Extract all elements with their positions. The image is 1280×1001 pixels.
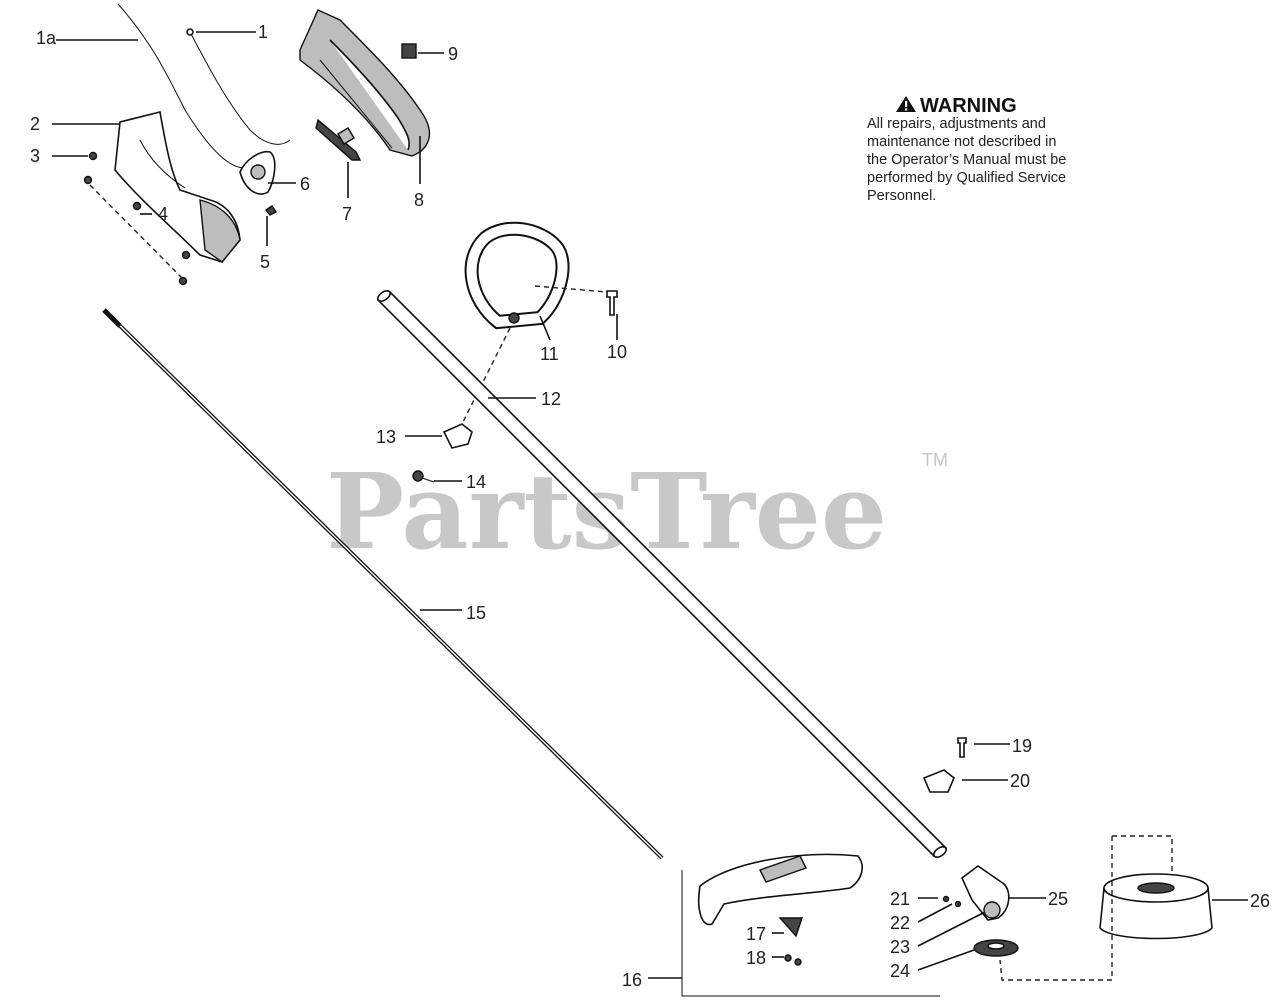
part-25-gearhead: [942, 865, 1010, 921]
part-24-washer: [973, 939, 1019, 957]
part-7-lockout: [315, 118, 362, 161]
part-10-bolt: [606, 290, 618, 316]
callout-2: 2: [30, 114, 40, 134]
part-15-drive-shaft: [102, 308, 664, 860]
callout-23: 23: [890, 937, 910, 957]
callout-17: 17: [746, 924, 766, 944]
part-20-clamp: [922, 769, 955, 793]
callout-19: 19: [1012, 736, 1032, 756]
part-9-switch: [401, 43, 417, 59]
part-3-screws: [83, 151, 191, 286]
part-2-housing: [114, 111, 241, 263]
callout-labels: 1a 1 2 3 4 5 6 7 8 9 10 11 12 13 14 15 1…: [30, 22, 1270, 990]
part-6-throttle-trigger: [239, 150, 276, 195]
callout-1: 1: [258, 22, 268, 42]
callout-20: 20: [1010, 771, 1030, 791]
callout-7: 7: [342, 204, 352, 224]
warning-block: WARNING All repairs, adjustments and mai…: [867, 95, 1066, 204]
part-16-shield-assembly: [681, 853, 940, 997]
warning-line: performed by Qualified Service: [867, 170, 1066, 186]
part-1-stop-wire: [186, 28, 291, 145]
callout-11: 11: [540, 344, 559, 364]
watermark-trademark: TM: [922, 450, 948, 470]
leader-dash: [999, 836, 1113, 981]
callout-8: 8: [414, 190, 424, 210]
warning-line: Personnel.: [867, 188, 936, 204]
callout-10: 10: [607, 342, 627, 362]
part-19-bolt: [957, 737, 967, 758]
callout-21: 21: [890, 889, 910, 909]
callout-22: 22: [890, 913, 910, 933]
part-26-trimmer-head: [1099, 873, 1213, 940]
callout-6: 6: [300, 174, 310, 194]
callout-15: 15: [466, 603, 486, 623]
part-14-screw: [412, 470, 435, 483]
callout-24: 24: [890, 961, 910, 981]
part-11-loop-handle: [464, 221, 570, 330]
warning-triangle-icon: [896, 96, 916, 112]
callout-3: 3: [30, 146, 40, 166]
callout-16: 16: [622, 970, 642, 990]
part-5-clip: [264, 205, 278, 216]
callout-13: 13: [376, 427, 396, 447]
callout-1a: 1a: [36, 28, 57, 48]
callout-5: 5: [260, 252, 270, 272]
part-13-clamp: [442, 423, 473, 449]
leader-dash: [1112, 835, 1173, 872]
warning-line: All repairs, adjustments and: [867, 116, 1046, 132]
part-1a-throttle-cable: [117, 3, 249, 169]
callout-9: 9: [448, 44, 458, 64]
warning-line: maintenance not described in: [867, 134, 1056, 150]
callout-14: 14: [466, 472, 486, 492]
part-12-drive-tube: [376, 290, 948, 858]
callout-18: 18: [746, 948, 766, 968]
leader-lines: [52, 31, 1248, 979]
callout-26: 26: [1250, 891, 1270, 911]
warning-line: the Operator’s Manual must be: [867, 152, 1066, 168]
part-8-handle-housing: [299, 9, 431, 157]
warning-title: WARNING: [920, 95, 1017, 117]
leader-dash: [457, 327, 511, 433]
callout-25: 25: [1048, 889, 1068, 909]
leader-dash: [534, 285, 608, 293]
callout-4: 4: [158, 204, 168, 224]
callout-12: 12: [541, 389, 561, 409]
